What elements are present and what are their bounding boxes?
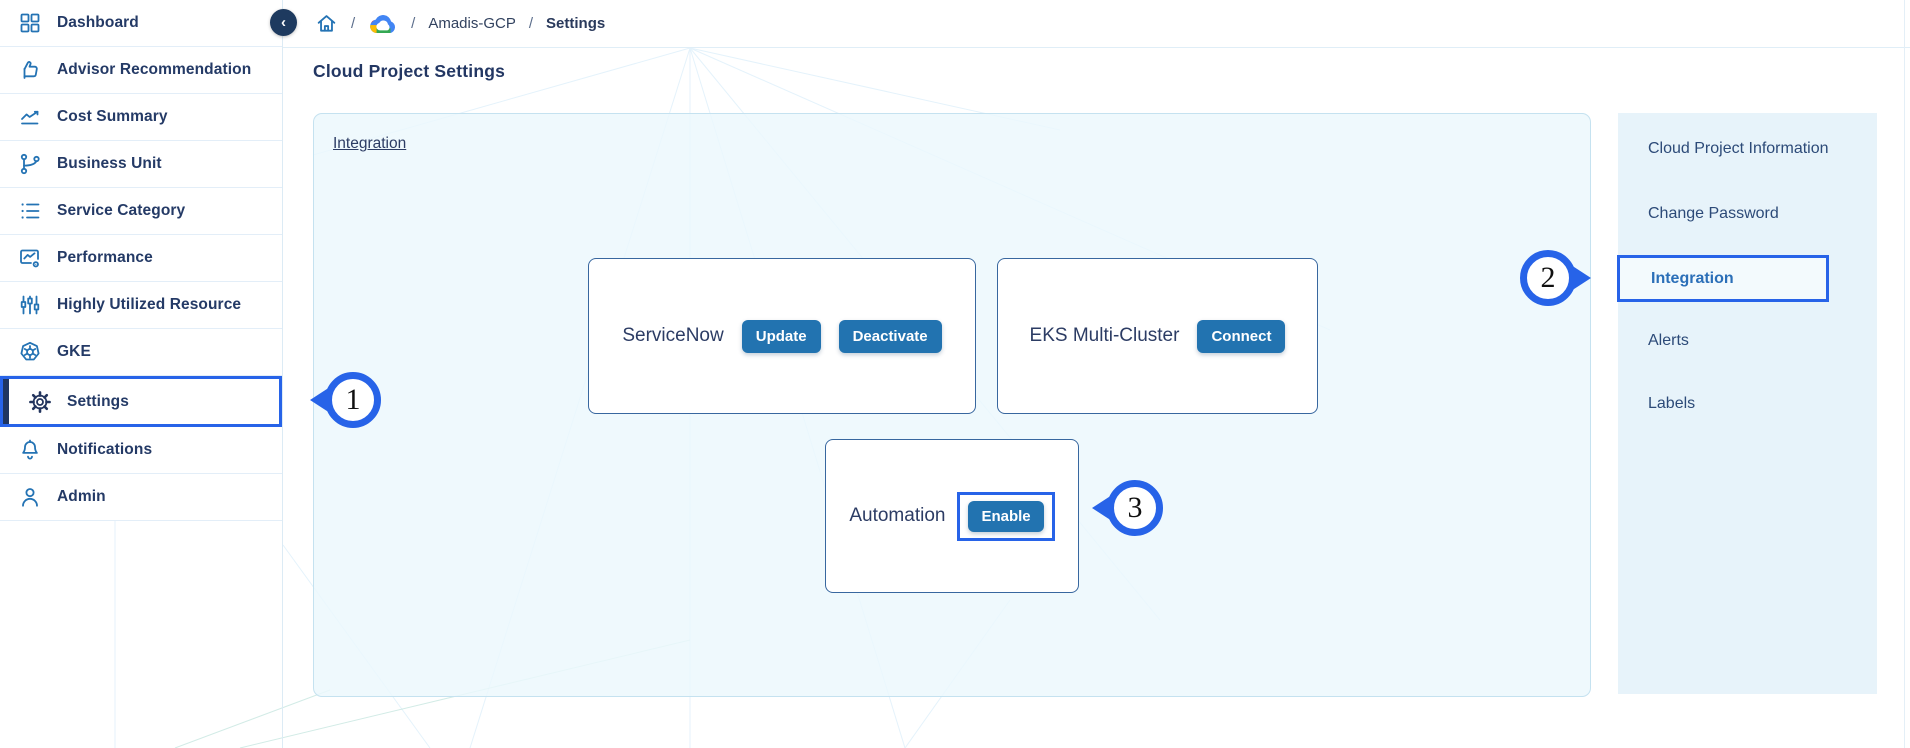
google-cloud-icon[interactable] — [368, 12, 398, 36]
gear-icon — [27, 389, 52, 414]
line-chart-icon — [17, 105, 42, 130]
breadcrumb-current-page: Settings — [546, 15, 606, 32]
sidebar-item-advisor-recommendation[interactable]: Advisor Recommendation — [0, 47, 282, 94]
sidebar-item-label: Admin — [57, 488, 106, 505]
candlestick-icon — [17, 293, 42, 318]
sidebar-item-dashboard[interactable]: Dashboard — [0, 0, 282, 47]
window-right-edge — [1904, 0, 1905, 748]
deactivate-button[interactable]: Deactivate — [838, 319, 942, 353]
sidebar-item-label: Business Unit — [57, 155, 162, 172]
enable-button[interactable]: Enable — [968, 500, 1044, 532]
sidebar-item-label: Settings — [67, 392, 129, 410]
breadcrumb-separator: / — [411, 15, 416, 32]
sidebar-item-label: Advisor Recommendation — [57, 61, 252, 78]
breadcrumb: / / Amadis-GCP / Settings — [283, 0, 1910, 48]
update-button[interactable]: Update — [741, 319, 821, 353]
annotation-number: 3 — [1127, 491, 1143, 524]
chevron-left-icon: ‹ — [281, 14, 286, 31]
git-branch-icon — [17, 152, 42, 177]
settings-nav-item-alerts[interactable]: Alerts — [1648, 332, 1689, 349]
sidebar-item-label: Notifications — [57, 441, 153, 458]
chart-eye-icon — [17, 246, 42, 271]
automation-label: Automation — [849, 505, 946, 526]
sidebar-item-label: Dashboard — [57, 14, 139, 31]
settings-nav-item-change-password[interactable]: Change Password — [1648, 205, 1779, 222]
sidebar-item-settings[interactable]: Settings — [0, 376, 282, 427]
servicenow-card: ServiceNow Update Deactivate — [588, 258, 976, 414]
sidebar-collapse-button[interactable]: ‹ — [270, 9, 297, 36]
dashboard-grid-icon — [17, 11, 42, 36]
left-sidebar: Dashboard Advisor Recommendation Cost Su… — [0, 0, 283, 748]
settings-nav-item-integration[interactable]: Integration — [1617, 255, 1829, 302]
sidebar-empty-area — [0, 521, 282, 748]
sidebar-item-business-unit[interactable]: Business Unit — [0, 141, 282, 188]
integration-panel: Integration ServiceNow Update Deactivate… — [313, 113, 1591, 697]
annotation-number: 1 — [345, 383, 361, 416]
eks-multi-cluster-label: EKS Multi-Cluster — [1029, 325, 1180, 346]
integration-panel-link[interactable]: Integration — [333, 135, 407, 152]
servicenow-label: ServiceNow — [622, 325, 724, 346]
settings-nav-panel: Cloud Project Information Change Passwor… — [1617, 113, 1877, 694]
connect-button[interactable]: Connect — [1197, 319, 1286, 353]
settings-nav-active-label: Integration — [1651, 269, 1734, 287]
sidebar-item-label: Cost Summary — [57, 108, 168, 125]
sidebar-item-service-category[interactable]: Service Category — [0, 188, 282, 235]
bell-icon — [17, 438, 42, 463]
sidebar-item-gke[interactable]: GKE — [0, 329, 282, 376]
sidebar-item-label: Highly Utilized Resource — [57, 296, 242, 313]
home-icon[interactable] — [315, 12, 338, 35]
sidebar-item-label: GKE — [57, 343, 91, 360]
sidebar-item-label: Performance — [57, 249, 153, 266]
annotation-step-3: 3 — [1092, 480, 1163, 536]
person-icon — [17, 485, 42, 510]
sidebar-item-notifications[interactable]: Notifications — [0, 427, 282, 474]
breadcrumb-separator: / — [351, 15, 356, 32]
eks-multi-cluster-card: EKS Multi-Cluster Connect — [997, 258, 1318, 414]
thumbs-up-icon — [17, 58, 42, 83]
kubernetes-icon — [17, 340, 42, 365]
sidebar-item-highly-utilized-resource[interactable]: Highly Utilized Resource — [0, 282, 282, 329]
automation-card: Automation Enable — [825, 439, 1079, 593]
sidebar-item-cost-summary[interactable]: Cost Summary — [0, 94, 282, 141]
annotation-step-1: 1 — [310, 372, 381, 428]
sidebar-item-admin[interactable]: Admin — [0, 474, 282, 521]
breadcrumb-separator: / — [528, 15, 534, 32]
enable-highlight-box: Enable — [957, 491, 1055, 541]
settings-nav-item-labels[interactable]: Labels — [1648, 395, 1696, 412]
sidebar-item-performance[interactable]: Performance — [0, 235, 282, 282]
page-title: Cloud Project Settings — [313, 61, 506, 81]
annotation-number: 2 — [1540, 261, 1556, 294]
list-icon — [17, 199, 42, 224]
annotation-step-2: 2 — [1520, 250, 1591, 306]
sidebar-item-label: Service Category — [57, 202, 186, 219]
settings-nav-item-cloud-project-information[interactable]: Cloud Project Information — [1648, 140, 1829, 157]
breadcrumb-project[interactable]: Amadis-GCP — [428, 15, 516, 32]
